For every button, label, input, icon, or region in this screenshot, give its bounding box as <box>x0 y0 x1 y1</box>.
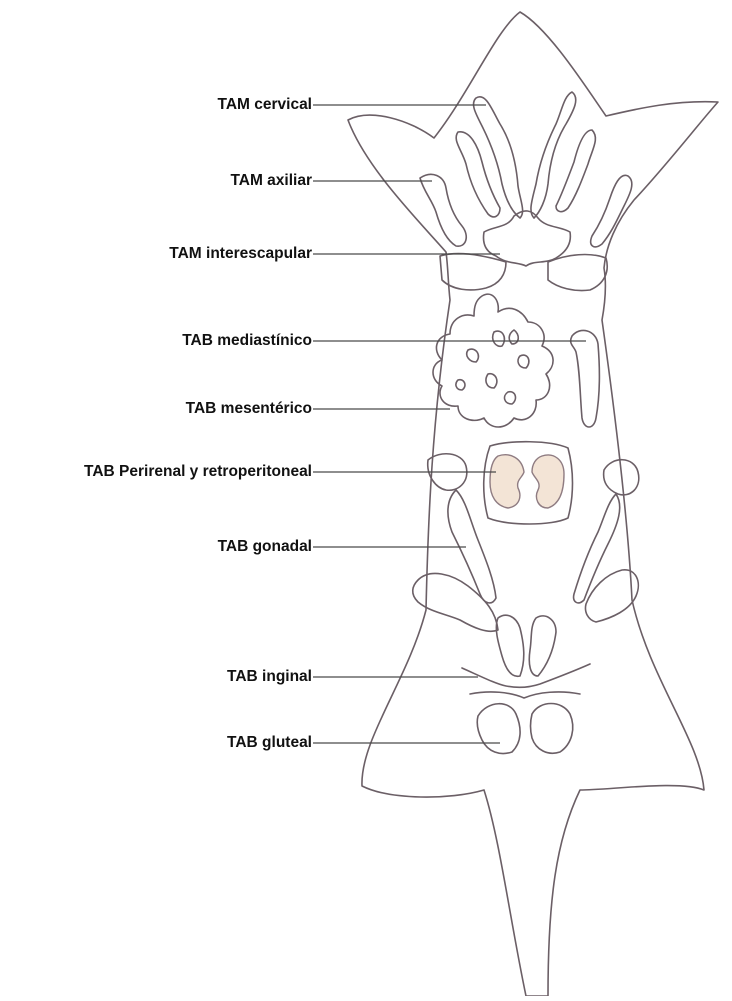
pelvis-bridge <box>470 692 580 698</box>
tam-axiliar-left <box>420 174 466 246</box>
cluster-hole-1 <box>493 331 505 346</box>
kidney-left <box>490 455 524 508</box>
cluster-hole-7 <box>505 392 516 404</box>
cluster-hole-5 <box>486 374 497 388</box>
label-tab-mesenterico: TAB mesentérico <box>186 400 312 418</box>
body-silhouette <box>348 12 718 996</box>
tam-cervical-left-2 <box>456 132 500 217</box>
label-tam-interescapular: TAM interescapular <box>169 245 312 263</box>
cluster-hole-2 <box>509 330 518 344</box>
cluster-hole-3 <box>467 349 479 362</box>
tam-interescapular-shape <box>484 211 571 266</box>
shoulder-left <box>440 254 506 290</box>
tam-cervical-right-2 <box>556 130 595 212</box>
tab-mediastinico-shape <box>433 294 553 427</box>
cluster-hole-4 <box>518 355 529 368</box>
tab-gluteal-right <box>531 704 573 754</box>
label-tab-perirenal: TAB Perirenal y retroperitoneal <box>84 463 312 481</box>
cluster-hole-6 <box>456 380 465 390</box>
label-tab-gluteal: TAB gluteal <box>227 734 312 752</box>
label-tab-gonadal: TAB gonadal <box>218 538 312 556</box>
shoulder-right <box>548 255 607 291</box>
label-tab-mediastinico: TAB mediastínico <box>182 332 312 350</box>
kidney-right <box>532 455 564 508</box>
tab-inginal-left <box>496 615 523 676</box>
tam-cervical-right-1 <box>531 92 576 218</box>
inguinal-link <box>462 664 590 687</box>
tab-mediastinico-right-strand <box>571 330 600 427</box>
label-tam-cervical: TAM cervical <box>218 96 312 114</box>
label-tab-inginal: TAB inginal <box>227 668 312 686</box>
tab-inginal-right <box>529 616 556 676</box>
label-tam-axiliar: TAM axiliar <box>230 172 312 190</box>
tab-gluteal-left <box>477 704 520 754</box>
